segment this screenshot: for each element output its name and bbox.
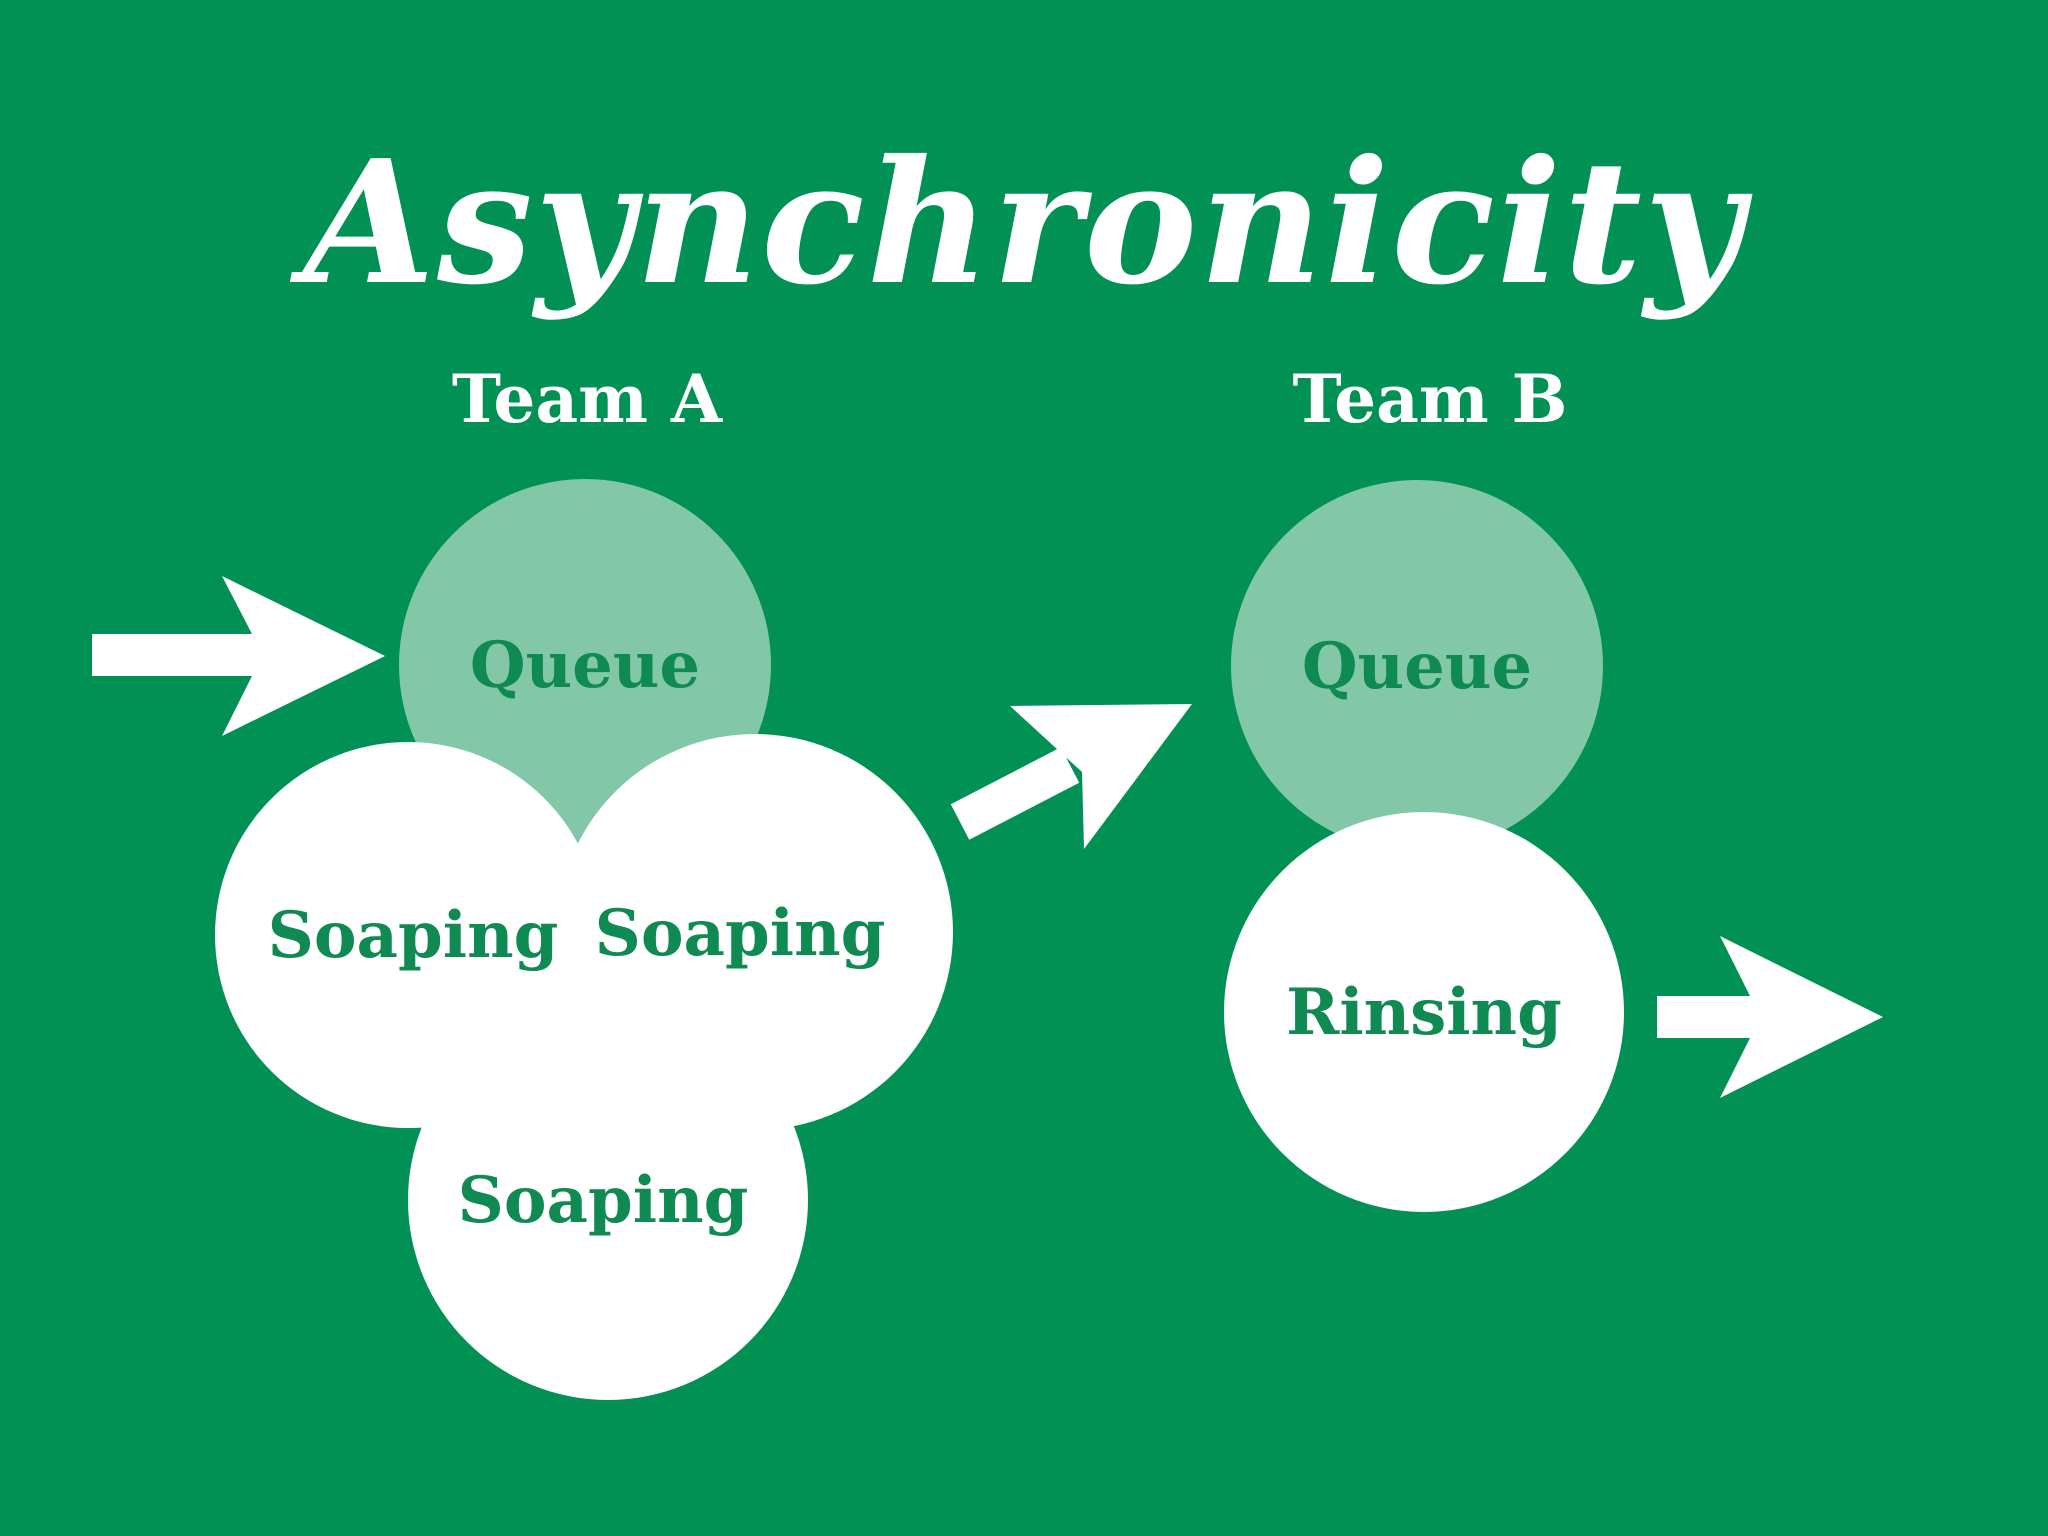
- team-a-label: Team A: [452, 360, 723, 438]
- team-a-soaping-left-label: Soaping: [268, 898, 559, 973]
- team-a-soaping-bottom-label: Soaping: [458, 1163, 749, 1238]
- team-b-rinsing-circle: [1224, 812, 1624, 1212]
- team-b-label: Team B: [1293, 360, 1568, 438]
- team-a-soaping-right-label: Soaping: [595, 896, 886, 971]
- input-arrow-icon: [92, 576, 385, 736]
- output-arrow-icon: [1657, 936, 1883, 1098]
- team-a-queue-label: Queue: [470, 628, 700, 703]
- handoff-arrow-icon: [950, 704, 1192, 849]
- team-a-soaping-bottom-circle: [408, 1000, 808, 1400]
- team-b-queue-label: Queue: [1302, 629, 1532, 704]
- page-title: Asynchronicity: [289, 123, 1753, 323]
- team-b-queue-circle: [1231, 480, 1603, 852]
- team-b-rinsing-label: Rinsing: [1286, 975, 1562, 1050]
